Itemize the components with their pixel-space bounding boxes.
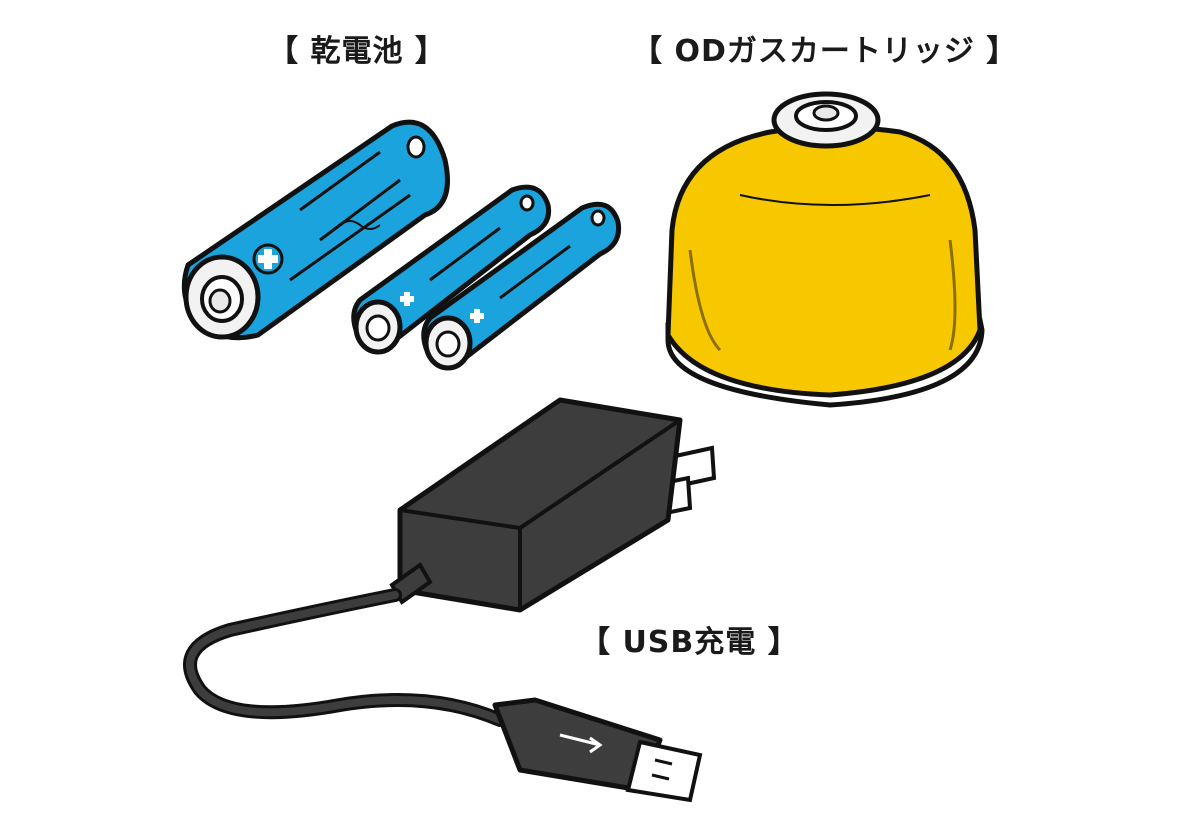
small-battery-icon bbox=[351, 184, 552, 355]
gas-cartridge-label: 【 ODガスカートリッジ 】 bbox=[632, 34, 1018, 69]
large-battery-icon bbox=[181, 119, 450, 341]
batteries-label: 【 乾電池 】 bbox=[268, 34, 446, 69]
gas-cartridge-icon bbox=[665, 91, 985, 408]
usb-charge-label: 【 USB充電 】 bbox=[580, 625, 799, 660]
small-battery-icon bbox=[421, 201, 622, 371]
usb-adapter-icon bbox=[183, 397, 717, 803]
